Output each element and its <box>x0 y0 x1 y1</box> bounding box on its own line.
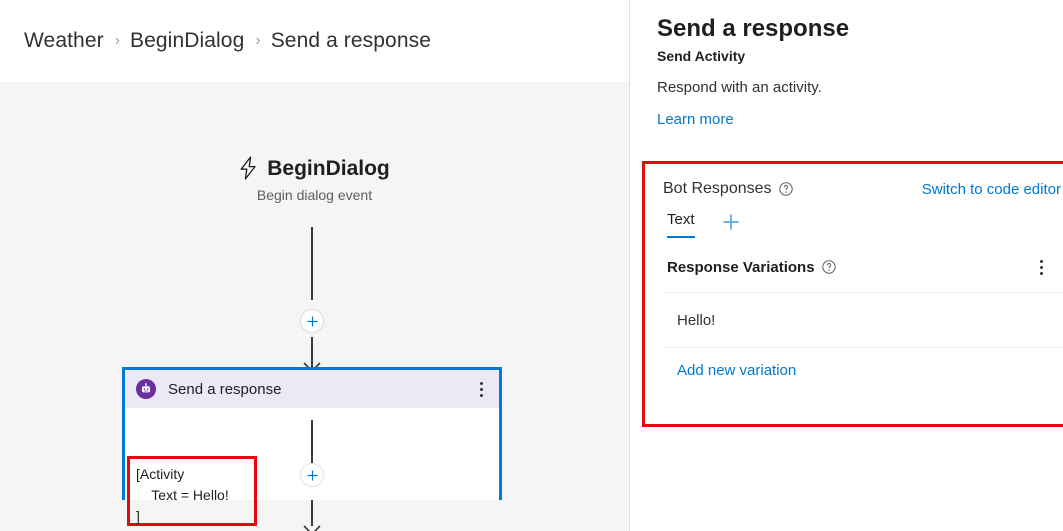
breadcrumb-item-weather[interactable]: Weather <box>24 29 104 52</box>
panel-subtitle: Send Activity <box>657 48 746 64</box>
activity-code-annotation: [Activity Text = Hello! ] <box>127 456 257 526</box>
divider <box>663 347 1063 348</box>
flow-canvas: BeginDialog Begin dialog event <box>0 82 629 531</box>
panel-description: Respond with an activity. <box>657 79 822 96</box>
bot-responses-section: Bot Responses Switch to code editor Text… <box>642 161 1063 427</box>
list-item[interactable]: Hello! <box>677 311 716 329</box>
breadcrumb-separator-icon: › <box>255 32 261 49</box>
action-card-title: Send a response <box>168 380 282 398</box>
add-new-variation-link[interactable]: Add new variation <box>677 361 797 379</box>
trigger-node[interactable]: BeginDialog Begin dialog event <box>0 156 629 203</box>
switch-to-code-editor-link[interactable]: Switch to code editor <box>921 180 1061 198</box>
response-variations-label: Response Variations <box>667 258 815 276</box>
divider <box>663 292 1063 293</box>
bot-responses-header: Bot Responses Switch to code editor <box>645 164 1063 198</box>
properties-panel: Send a response Send Activity Respond wi… <box>630 0 1063 531</box>
connector-line <box>311 337 313 367</box>
add-node-button-top[interactable] <box>301 310 323 332</box>
learn-more-link[interactable]: Learn more <box>657 111 734 128</box>
response-type-tabs: Text <box>645 211 1063 238</box>
lightning-bolt-icon <box>240 156 256 180</box>
code-line: Text = Hello! <box>136 487 229 503</box>
trigger-title: BeginDialog <box>267 156 390 180</box>
arrow-head-icon <box>303 525 321 531</box>
help-circle-icon[interactable] <box>821 260 836 274</box>
plus-icon <box>723 214 739 229</box>
bot-glyph-icon <box>142 383 150 393</box>
add-response-type-button[interactable] <box>721 212 741 232</box>
breadcrumb: Weather › BeginDialog › Send a response <box>0 0 629 82</box>
connector-line <box>311 227 313 300</box>
help-circle-icon[interactable] <box>778 182 793 196</box>
add-node-button-bottom[interactable] <box>301 464 323 486</box>
breadcrumb-item-begindialog[interactable]: BeginDialog <box>130 29 245 52</box>
breadcrumb-separator-icon: › <box>114 32 121 49</box>
page-title: Send a response <box>657 15 850 42</box>
trigger-title-row: BeginDialog <box>239 156 390 180</box>
tab-text[interactable]: Text <box>667 211 695 238</box>
plus-icon <box>307 316 317 326</box>
code-line: [Activity <box>136 466 185 482</box>
action-card-header: Send a response <box>125 370 499 408</box>
bot-icon <box>136 379 156 399</box>
more-vertical-icon[interactable] <box>473 380 489 398</box>
bot-responses-label: Bot Responses <box>663 180 772 197</box>
connector-line <box>311 420 313 463</box>
trigger-subtitle: Begin dialog event <box>256 187 373 203</box>
response-variations-header: Response Variations <box>645 258 1063 276</box>
pane-divider <box>629 0 630 531</box>
plus-icon <box>307 470 317 480</box>
breadcrumb-item-send-a-response[interactable]: Send a response <box>270 29 431 52</box>
dialog-canvas-pane: Weather › BeginDialog › Send a response … <box>0 0 629 531</box>
code-line: ] <box>136 508 140 524</box>
connector-line <box>311 500 313 526</box>
more-vertical-icon[interactable] <box>1033 258 1049 276</box>
panel-header: Send a response Send Activity Respond wi… <box>630 0 1063 129</box>
